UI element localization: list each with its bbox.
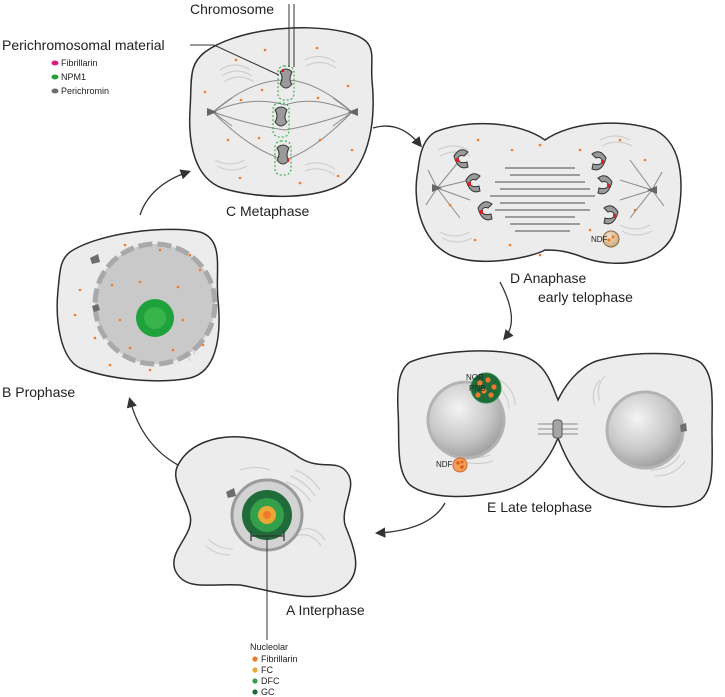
golgi-interphase	[204, 466, 326, 556]
legend-perichromin-label: Perichromin	[61, 86, 109, 96]
golgi-metaphase	[214, 55, 337, 176]
arrow-d-to-e	[499, 281, 514, 341]
chromosomes-anaphase	[453, 149, 619, 225]
legend-dfc-swatch	[252, 678, 258, 684]
legend-dfc-label: DFC	[261, 676, 280, 686]
legend-fibrillarin-bottom-label: Fibrillarin	[261, 654, 298, 664]
nor-label: NOR	[466, 373, 484, 382]
ndf-body-d	[602, 230, 620, 248]
stage-a-label: A Interphase	[286, 602, 365, 618]
central-spindle-anaphase	[490, 167, 595, 232]
legend-npm1-label: NPM1	[61, 72, 86, 82]
legend-fibrillarin-swatch	[51, 60, 59, 66]
perichromosomal-label: Perichromosomal material	[2, 37, 165, 53]
legend-perichromin-swatch	[51, 88, 59, 94]
legend-top: Fibrillarin NPM1 Perichromin	[51, 58, 109, 96]
cell-prophase	[56, 228, 220, 382]
legend-npm1-swatch	[51, 74, 59, 80]
dots-prophase	[73, 243, 205, 372]
cell-interphase	[173, 436, 357, 640]
legend-fibrillarin-bottom-swatch	[252, 656, 258, 662]
chromosomes-metaphase	[272, 65, 295, 176]
ndf-label-d: NDF	[591, 235, 608, 244]
nucleus-right-e	[605, 390, 685, 470]
nucleolar-title: Nucleolar	[250, 642, 288, 652]
legend-fibrillarin-label: Fibrillarin	[61, 58, 98, 68]
legend-bottom: Nucleolar Fibrillarin FC DFC GC	[250, 642, 298, 697]
legend-gc-swatch	[252, 689, 258, 695]
chromosome-label: Chromosome	[190, 1, 274, 17]
dots-anaphase	[448, 138, 647, 257]
asters-anaphase	[425, 159, 665, 219]
golgi-anaphase	[437, 135, 653, 243]
cell-anaphase: NDF	[415, 122, 682, 265]
cell-late-telophase: PNB NOR NDF	[396, 350, 713, 508]
legend-gc-label: GC	[261, 687, 275, 697]
cell-metaphase	[188, 27, 374, 198]
stage-d-label-2: early telophase	[538, 289, 633, 305]
legend-fc-swatch	[252, 667, 258, 673]
ndf-body-e	[452, 457, 468, 473]
nucleolus-fibrillarin	[263, 511, 271, 519]
pnb-dots	[475, 377, 497, 398]
red-marks-anaphase	[456, 158, 616, 218]
legend-fc-label: FC	[261, 665, 273, 675]
stage-e-label: E Late telophase	[487, 499, 592, 515]
stage-d-label-1: D Anaphase	[510, 270, 586, 286]
arrow-c-to-d	[372, 125, 422, 148]
stage-c-label: C Metaphase	[226, 203, 309, 219]
perichromosomal-pointer	[190, 44, 280, 76]
ndf-label-e: NDF	[436, 460, 453, 469]
stage-b-label: B Prophase	[2, 384, 75, 400]
pnb-label: PNB	[469, 384, 485, 393]
dots-metaphase	[203, 46, 354, 185]
arrow-e-to-a	[374, 502, 446, 538]
cycle-arrows	[126, 125, 514, 538]
arrow-a-to-b	[126, 396, 179, 466]
arrow-b-to-c	[139, 169, 191, 216]
